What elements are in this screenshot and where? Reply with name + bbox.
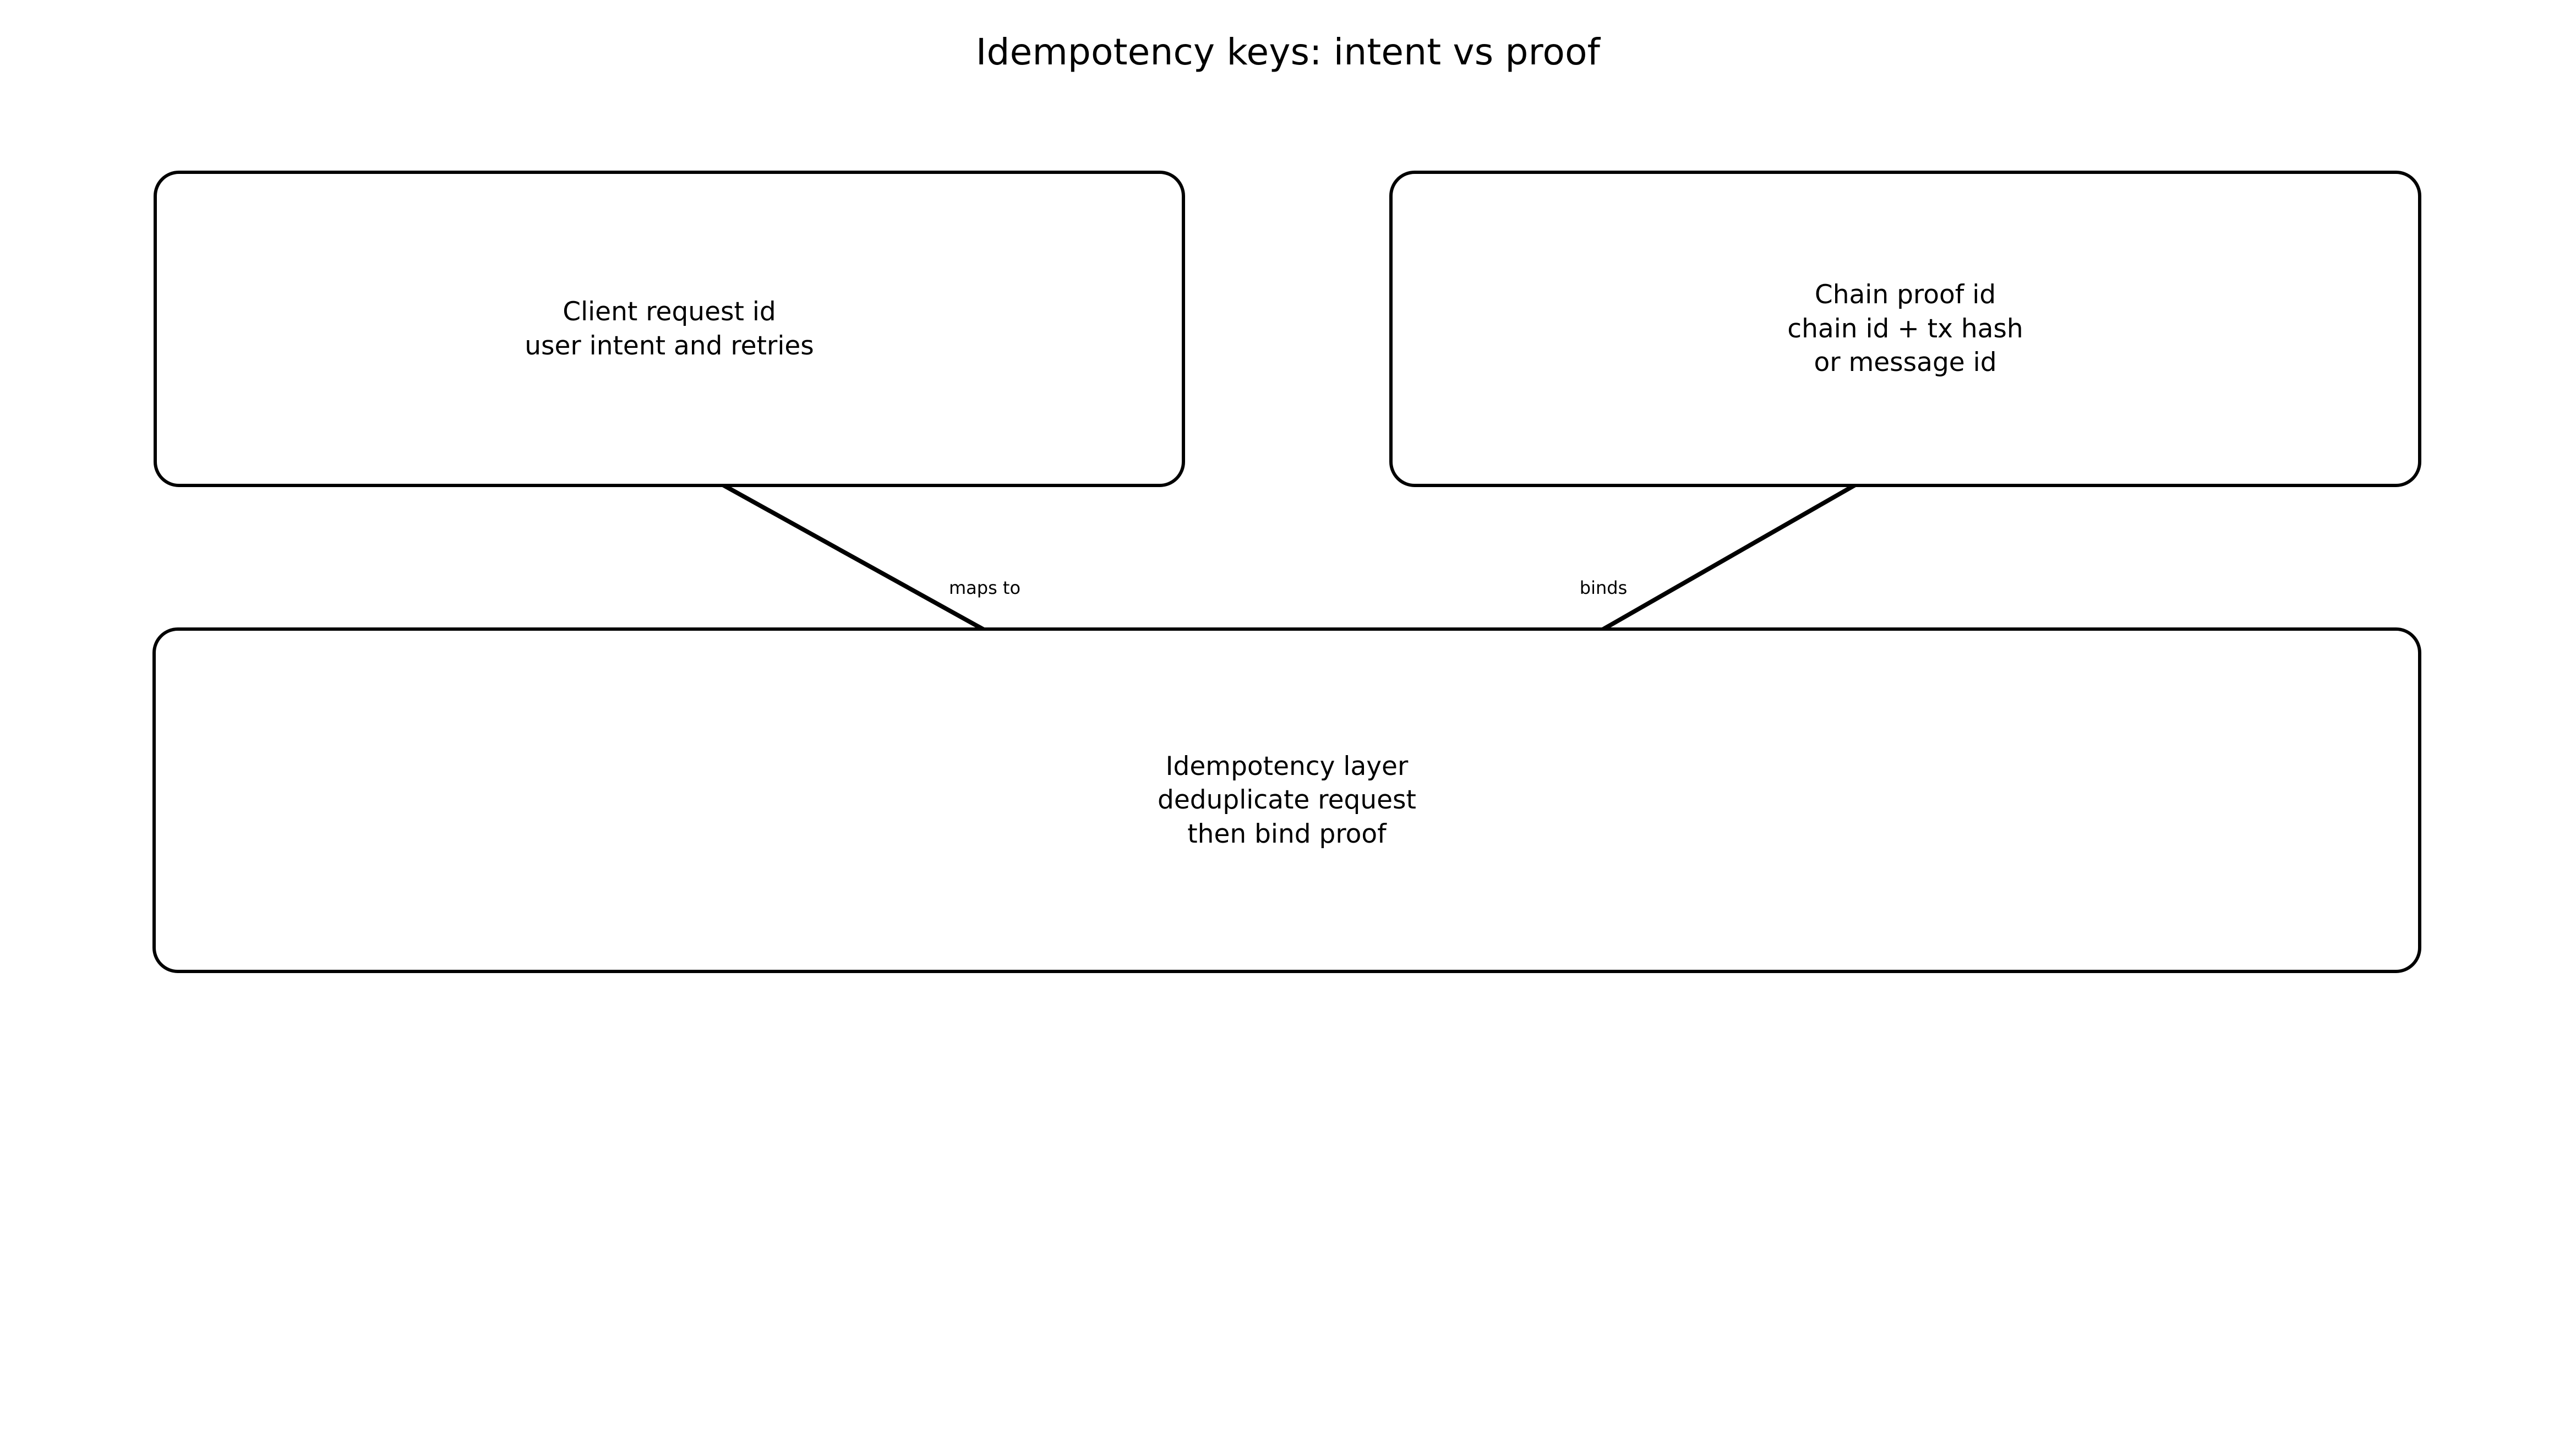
node-client-request-id-label: Client request id user intent and retrie…	[525, 296, 814, 361]
diagram-title: Idempotency keys: intent vs proof	[975, 31, 1601, 73]
edge-label-maps-to: maps to	[948, 577, 1021, 598]
edge-label-binds: binds	[1579, 577, 1628, 598]
node-idempotency-layer[interactable]: Idempotency layer deduplicate request th…	[152, 627, 2421, 973]
node-idempotency-layer-label: Idempotency layer deduplicate request th…	[1158, 751, 1416, 849]
node-chain-proof-id-label: Chain proof id chain id + tx hash or mes…	[1787, 280, 2023, 378]
node-chain-proof-id[interactable]: Chain proof id chain id + tx hash or mes…	[1389, 171, 2421, 487]
node-client-request-id[interactable]: Client request id user intent and retrie…	[154, 171, 1185, 487]
